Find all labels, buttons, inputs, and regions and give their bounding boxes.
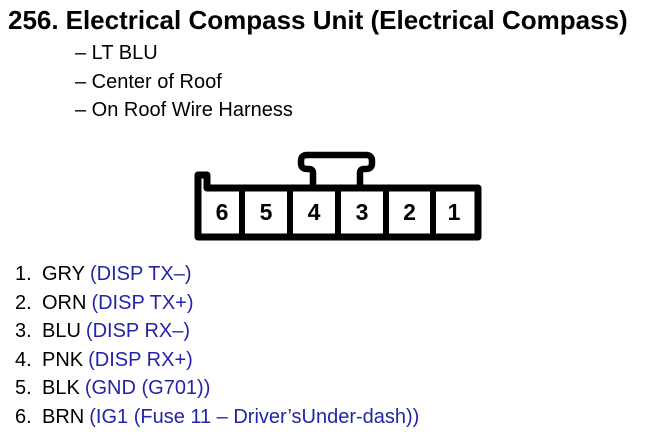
cavity-number: 6: [216, 199, 229, 225]
pin-wire-color: BLK: [42, 377, 80, 399]
pin-row: 6. BRN(IG1 (Fuse 11 – Driver’sUnder-dash)…: [15, 403, 419, 432]
note-line: – On Roof Wire Harness: [75, 99, 293, 121]
section-header: 256. Electrical Compass Unit (Electrical…: [8, 5, 628, 35]
pin-row: 5. BLK(GND (G701)): [15, 374, 419, 403]
cavity-number: 3: [356, 199, 369, 225]
pin-wire-color: GRY: [42, 263, 85, 285]
note-line: – LT BLU: [75, 42, 158, 64]
pin-number: 2.: [15, 291, 32, 314]
pin-function: (IG1 (Fuse 11 – Driver’sUnder-dash)): [89, 405, 420, 428]
pin-list: 1.GRY(DISP TX–) 2.ORN(DISP TX+) 3.BLU(DI…: [15, 260, 419, 431]
pin-number: 5.: [15, 377, 32, 399]
pin-row: 4. PNK(DISP RX+): [15, 346, 419, 375]
pin-wire-color: PNK: [42, 348, 84, 371]
pin-function: (DISP TX+): [91, 291, 194, 314]
pin-function: (DISP TX–): [89, 263, 192, 285]
cavity-number: 4: [308, 199, 321, 225]
section-number: 256.: [8, 5, 59, 35]
pin-row: 2. ORN(DISP TX+): [15, 289, 419, 318]
pin-function: (GND (G701)): [84, 377, 211, 399]
pin-number: 3.: [15, 320, 32, 342]
connector-latch-tab: [297, 151, 376, 191]
note-line: – Center of Roof: [75, 70, 222, 93]
cavity-number: 2: [403, 199, 416, 225]
pin-function: (DISP RX–): [85, 320, 191, 342]
pin-wire-color: ORN: [42, 291, 87, 314]
location-notes: – LT BLU – Center of Roof – On Roof Wire…: [75, 39, 293, 125]
section-title: Electrical Compass Unit (Electrical Comp…: [65, 5, 628, 35]
pin-wire-color: BLU: [42, 320, 81, 342]
pin-number: 6.: [15, 405, 32, 428]
pin-function: (DISP RX+): [88, 348, 193, 371]
pin-row: 1. GRY(DISP TX–): [15, 260, 419, 289]
connector-diagram: 6 5 4 3 2 1: [194, 151, 482, 241]
cavity-number: 1: [448, 199, 461, 225]
pin-row: 3. BLU(DISP RX–): [15, 317, 419, 346]
pin-wire-color: BRN: [42, 405, 85, 428]
pin-number: 4.: [15, 348, 32, 371]
cavity-number: 5: [260, 199, 273, 225]
pin-number: 1.: [15, 263, 32, 285]
